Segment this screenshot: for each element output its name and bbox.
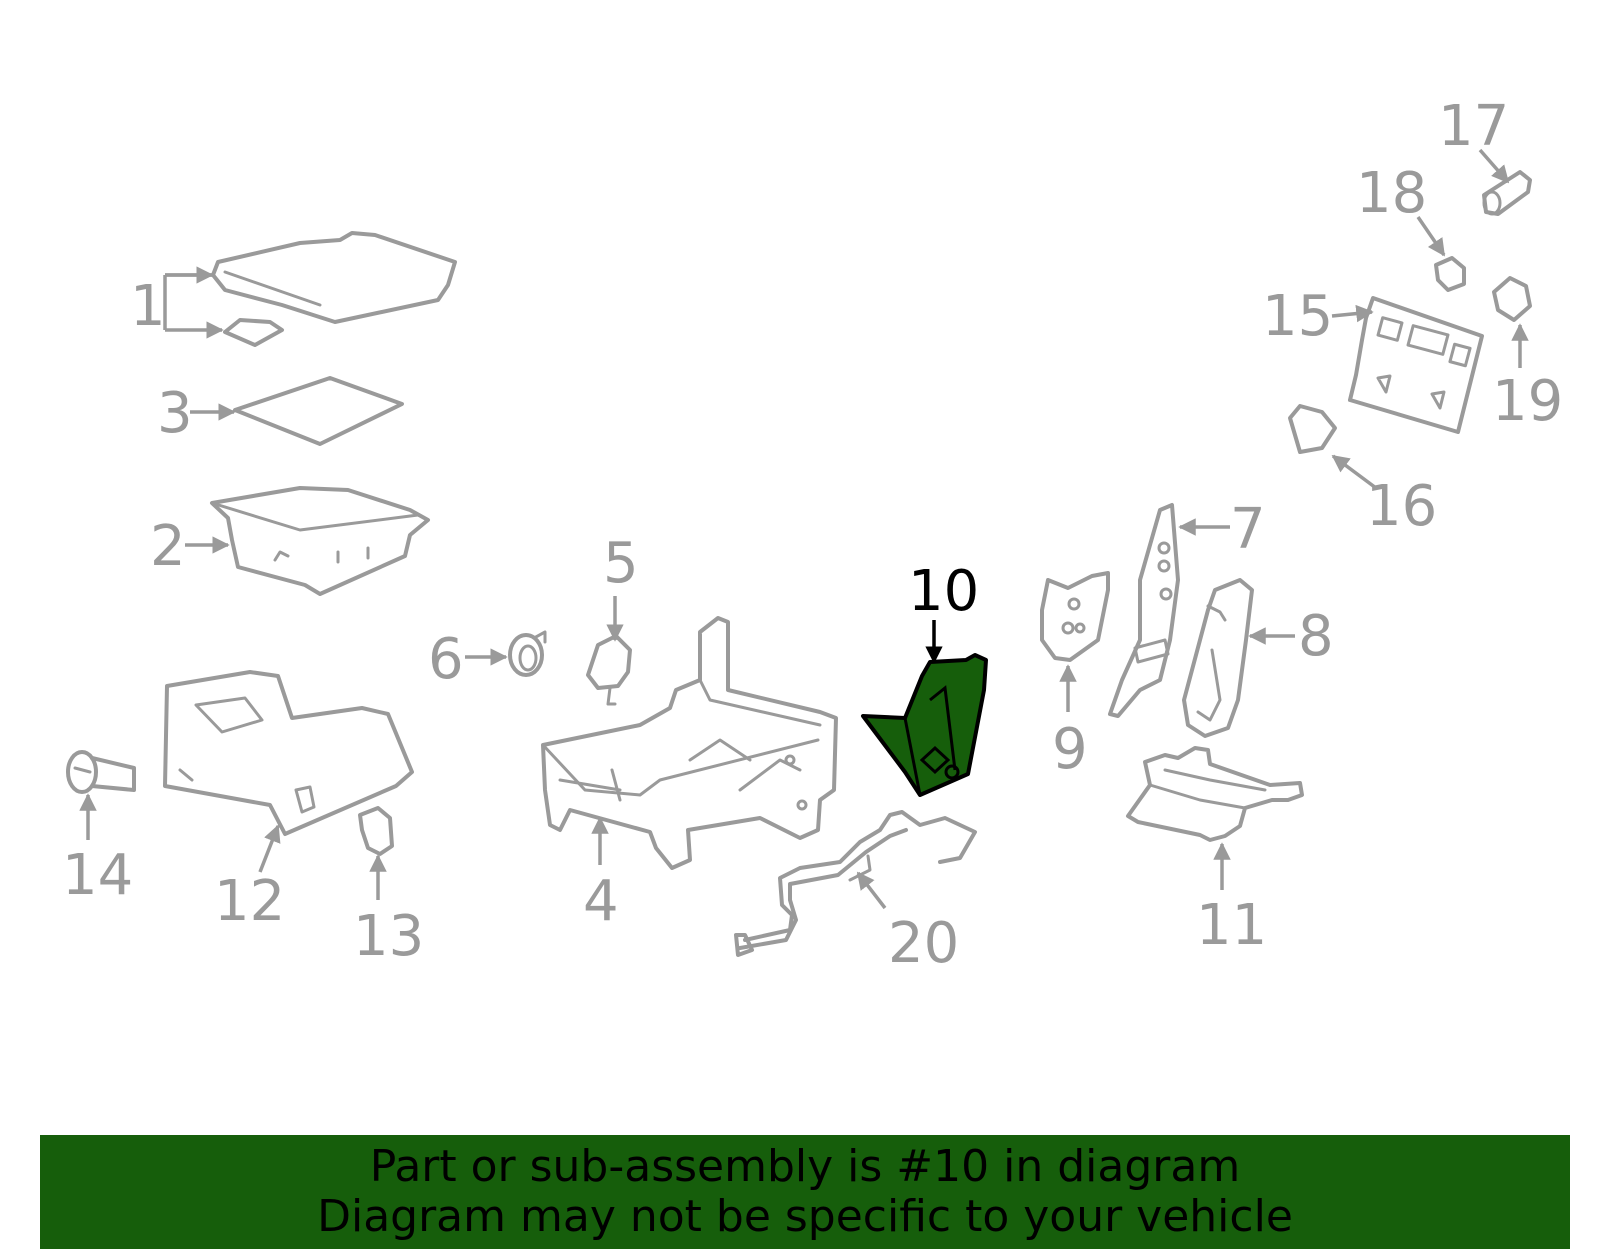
part-5-cover[interactable] — [586, 634, 632, 706]
callout-8[interactable]: 8 — [1298, 604, 1334, 669]
part-18-nut[interactable] — [1434, 256, 1466, 292]
part-3-pad[interactable] — [233, 376, 404, 446]
part-17-screw[interactable] — [1482, 170, 1532, 216]
callout-15[interactable]: 15 — [1262, 284, 1333, 349]
callout-2[interactable]: 2 — [150, 514, 186, 579]
callout-7[interactable]: 7 — [1230, 497, 1266, 562]
callout-14[interactable]: 14 — [62, 843, 133, 908]
callout-9[interactable]: 9 — [1052, 717, 1088, 782]
callout-20[interactable]: 20 — [888, 911, 959, 976]
callout-19[interactable]: 19 — [1492, 369, 1563, 434]
part-2-tray[interactable] — [210, 486, 430, 596]
callout-10[interactable]: 10 — [908, 559, 979, 624]
part-12-panel[interactable] — [163, 670, 414, 836]
part-6-grommet[interactable] — [508, 630, 547, 677]
part-11-track[interactable] — [1126, 746, 1304, 842]
part-9-plate[interactable] — [1040, 571, 1110, 662]
leader-lines — [79, 148, 1529, 910]
part-16-clip[interactable] — [1288, 404, 1337, 454]
part-13-clip[interactable] — [358, 806, 394, 856]
callout-5[interactable]: 5 — [603, 531, 639, 596]
callout-11[interactable]: 11 — [1196, 893, 1267, 958]
callout-13[interactable]: 13 — [353, 904, 424, 969]
part-10-highlighted[interactable] — [861, 653, 988, 797]
part-8-shield[interactable] — [1182, 578, 1254, 738]
part-14-bolt[interactable] — [66, 750, 136, 794]
callout-1[interactable]: 1 — [130, 274, 166, 339]
callout-3[interactable]: 3 — [157, 381, 193, 446]
part-15-switch-panel[interactable] — [1348, 296, 1484, 434]
callout-4[interactable]: 4 — [583, 869, 619, 934]
banner-line-2: Diagram may not be specific to your vehi… — [317, 1191, 1293, 1242]
part-20-harness[interactable] — [734, 810, 977, 957]
callout-17[interactable]: 17 — [1438, 94, 1509, 159]
callout-16[interactable]: 16 — [1366, 474, 1437, 539]
callout-6[interactable]: 6 — [428, 627, 464, 692]
part-4-base[interactable] — [541, 616, 838, 870]
part-19-cap[interactable] — [1492, 276, 1532, 322]
info-banner: Part or sub-assembly is #10 in diagram D… — [40, 1135, 1570, 1249]
callout-labels: 1 3 2 5 6 4 12 13 14 20 10 9 7 8 11 15 1… — [62, 94, 1563, 976]
callout-18[interactable]: 18 — [1356, 161, 1427, 226]
part-7-bracket[interactable] — [1108, 503, 1180, 718]
part-1-cushion[interactable] — [211, 231, 457, 347]
banner-line-1: Part or sub-assembly is #10 in diagram — [369, 1141, 1241, 1192]
callout-12[interactable]: 12 — [214, 869, 285, 934]
